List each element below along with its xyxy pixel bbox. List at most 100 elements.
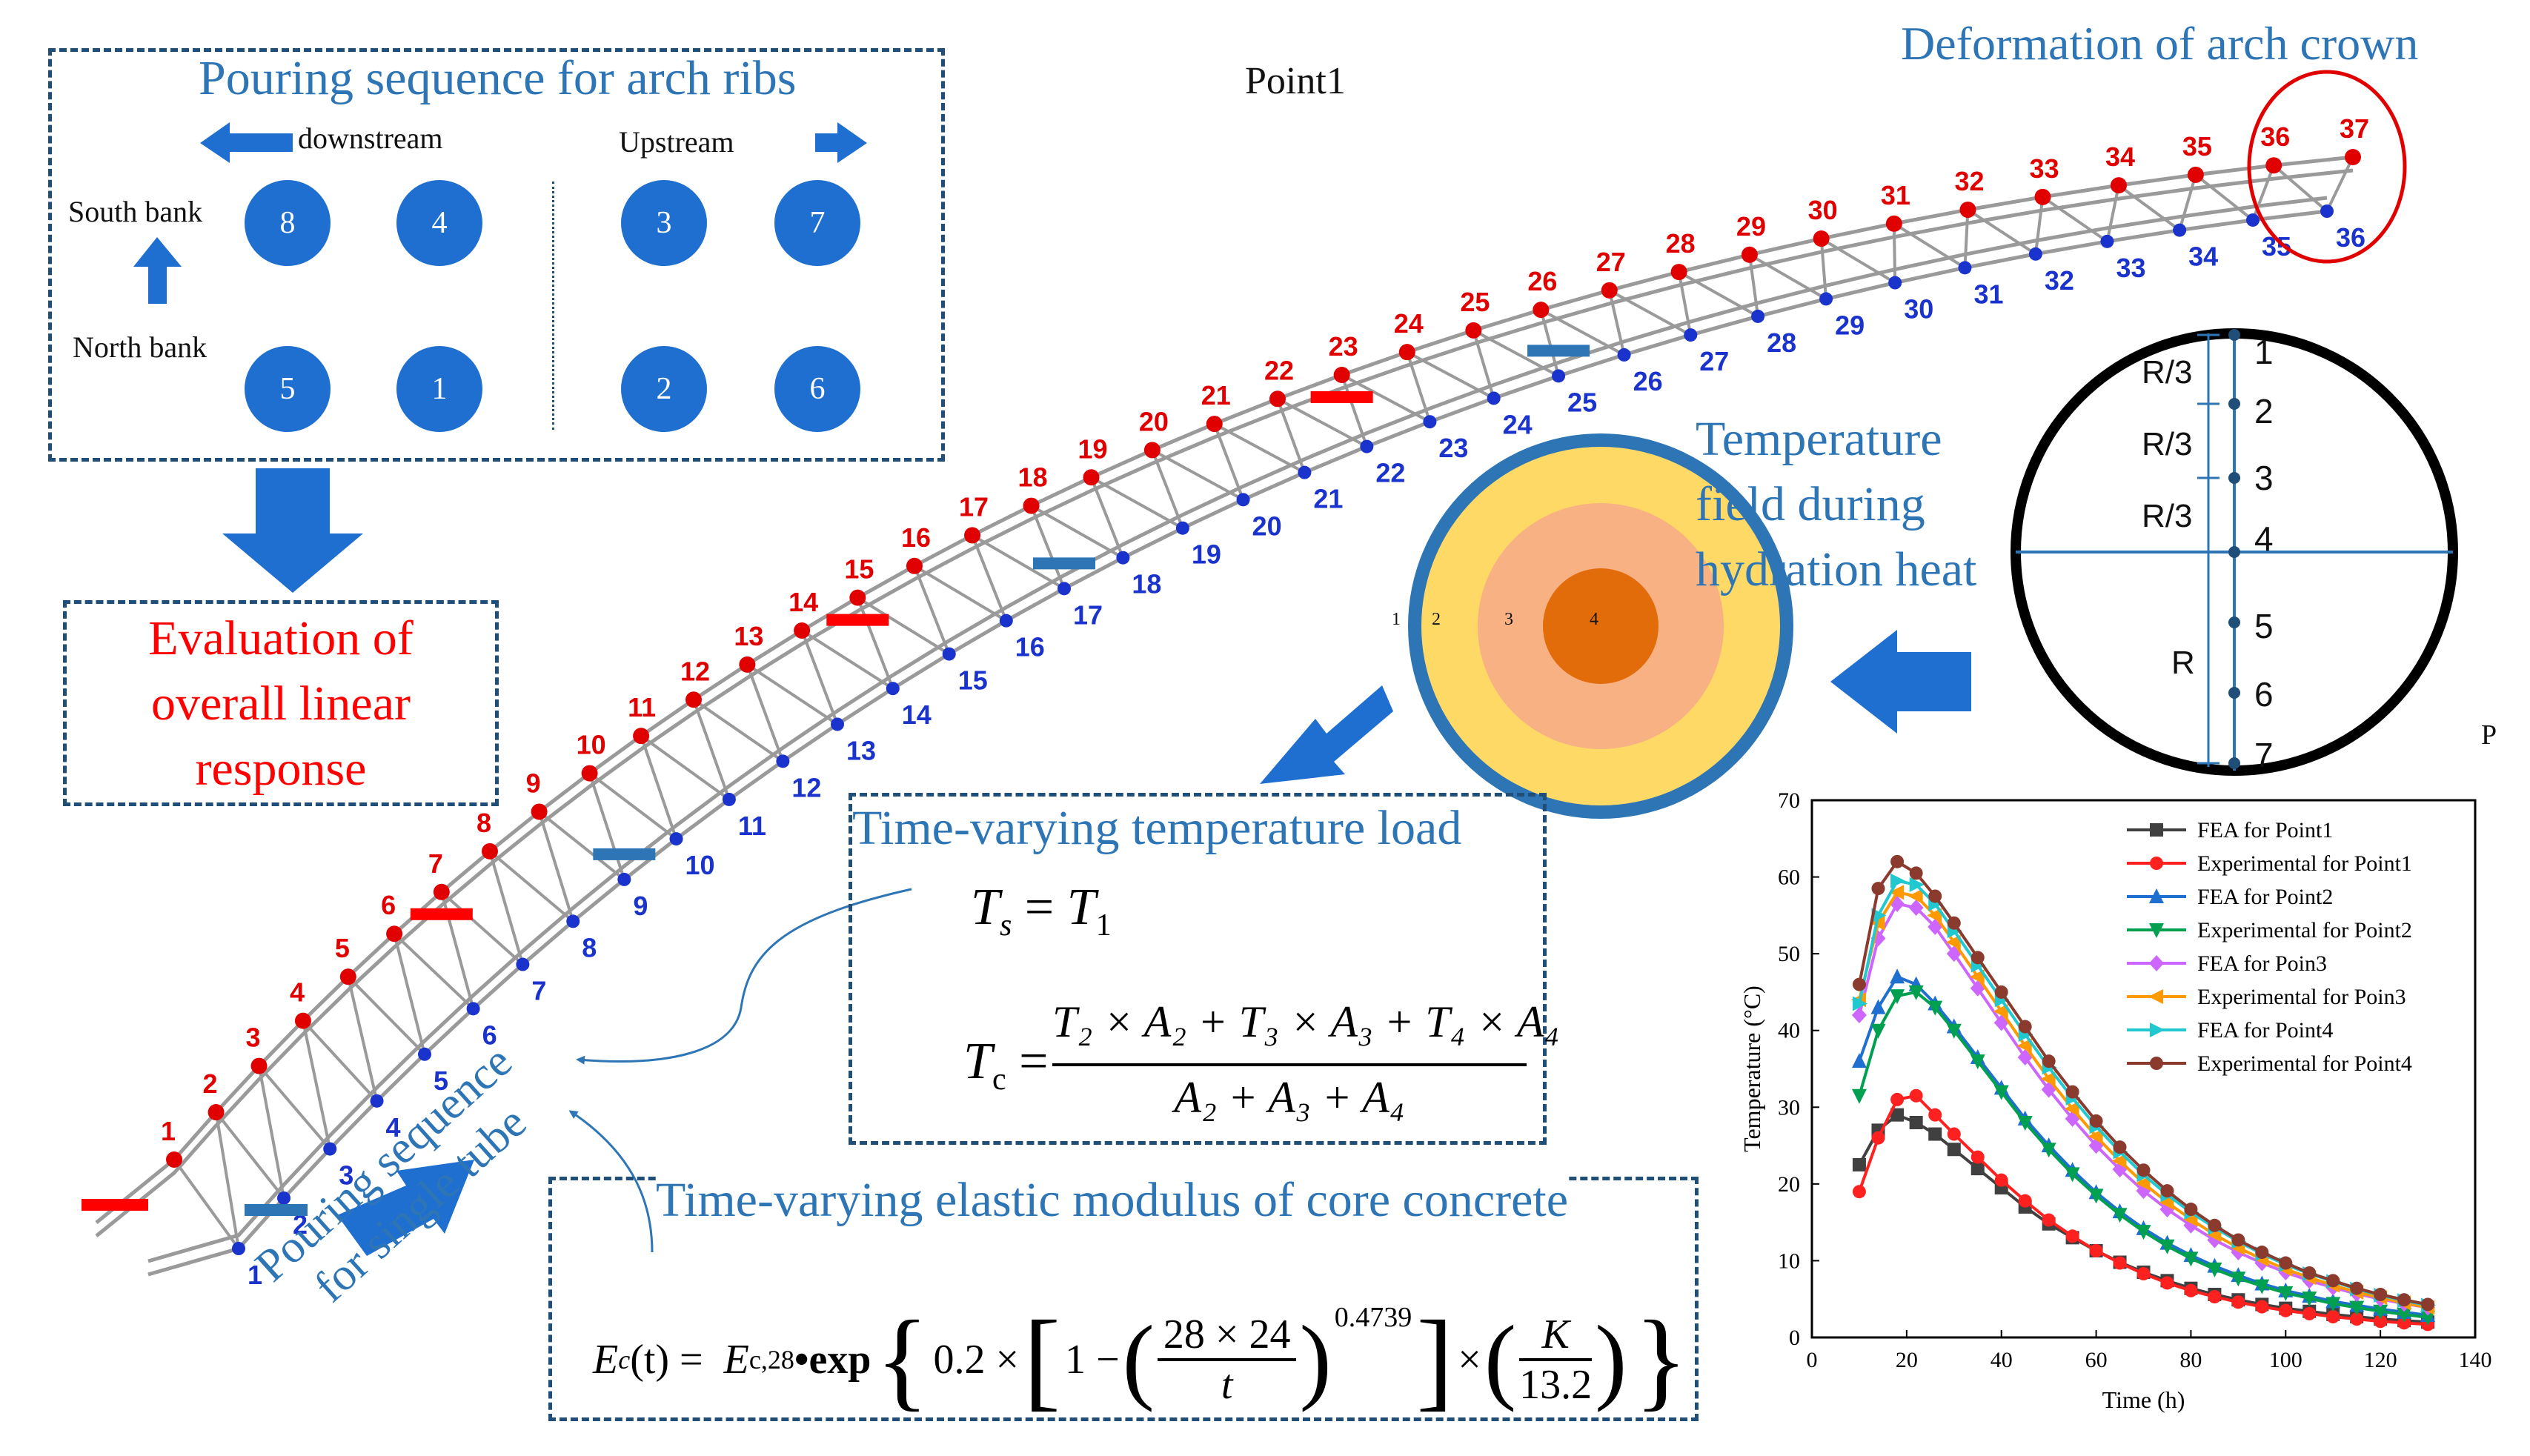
y-tick-label: 70 [1778, 788, 1800, 813]
segment-marker-blue [245, 1204, 308, 1216]
data-point [2065, 1085, 2079, 1099]
upper-node-label: 5 [335, 933, 350, 963]
data-point [2349, 1300, 2365, 1316]
data-point [2421, 1297, 2435, 1312]
series-1 [1852, 1108, 2435, 1329]
ec-var: E [593, 1337, 619, 1383]
legend-label: FEA for Point1 [2197, 818, 2333, 842]
data-point [1852, 996, 1867, 1011]
truss-diagonal [1747, 254, 1760, 317]
series-line [1857, 879, 2428, 1307]
upper-node [2110, 177, 2127, 194]
truss-vertical [302, 1020, 379, 1103]
data-point [1851, 1088, 1867, 1104]
lower-node-label: 24 [1503, 409, 1533, 439]
truss-vertical [440, 891, 524, 966]
data-point [2350, 1312, 2364, 1326]
eq-ts: Ts = T1 [971, 879, 1112, 943]
upper-node-label: 29 [1736, 211, 1766, 242]
eq-tc-numerator: T₂ × A₂ + T₃ × A₃ + T₄ × A₄ [1052, 997, 1560, 1046]
data-point [2184, 1203, 2198, 1217]
data-point [2135, 1175, 2151, 1191]
data-point [2231, 1295, 2245, 1309]
upper-node [739, 656, 756, 673]
data-point [1970, 1150, 1985, 1164]
data-point [1928, 1108, 1942, 1122]
data-point [1946, 1023, 1962, 1039]
lower-node-label: 12 [791, 772, 821, 802]
series-2 [1852, 1088, 2435, 1332]
data-point [2018, 1194, 2032, 1208]
pour-circle-1: 1 [396, 346, 482, 432]
segment-marker-blue [1527, 345, 1590, 357]
lower-node [1684, 328, 1698, 342]
upstream-arrow-icon [815, 122, 867, 163]
data-point [2159, 1239, 2175, 1254]
lower-node-label: 2 [293, 1209, 308, 1240]
lower-node-label: 34 [2188, 242, 2218, 272]
evaluation-box [63, 600, 499, 806]
tube-point-dot [2228, 616, 2240, 628]
truss-diagonal [537, 811, 575, 922]
frac2-num: K [1541, 1312, 1570, 1357]
data-point [2325, 1297, 2341, 1312]
lower-node [1552, 369, 1566, 383]
truss-vertical [1472, 329, 1559, 378]
lower-node [1888, 276, 1902, 290]
pour-divider [552, 182, 554, 430]
data-point [2065, 1229, 2079, 1243]
upper-node [250, 1057, 268, 1074]
data-point [1947, 916, 1961, 930]
eq-tc-denominator: A₂ + A₃ + A₄ [1174, 1073, 1405, 1122]
y-tick-label: 30 [1778, 1095, 1800, 1120]
dim-label-r3-a: R/3 [2142, 354, 2193, 390]
data-point [2374, 1288, 2388, 1301]
legend-label: FEA for Point2 [2197, 885, 2333, 909]
tube-p-label: P [2481, 719, 2497, 751]
truss-vertical [1341, 373, 1431, 423]
paren-open-2: ( [1484, 1306, 1517, 1413]
upper-node [1333, 366, 1350, 383]
upper-node [2265, 157, 2282, 174]
paren-close-1: ) [1299, 1306, 1332, 1413]
tube-point-5: 5 [2254, 607, 2274, 645]
lower-node-label: 29 [1835, 310, 1865, 340]
truss-vertical [857, 596, 950, 656]
x-axis-label: Time (h) [2102, 1386, 2185, 1413]
truss-diagonal [1340, 374, 1369, 448]
data-point [2255, 1246, 2269, 1260]
lower-node [1487, 391, 1501, 405]
truss-diagonal [2325, 156, 2354, 212]
temp-field-line1: Temperature [1696, 412, 1942, 466]
truss-diagonal [692, 699, 731, 800]
frac2-den: 13.2 [1519, 1362, 1593, 1408]
lower-node-label: 17 [1073, 599, 1103, 630]
lower-node-label: 23 [1438, 433, 1468, 463]
evaluation-line2: overall linear [151, 677, 411, 731]
data-point [2326, 1310, 2340, 1324]
legend-marker [2148, 989, 2163, 1004]
bracket-close: ] [1416, 1298, 1454, 1421]
times-label: × [1458, 1337, 1481, 1383]
truss-vertical [640, 734, 731, 801]
segment-marker-red [1310, 390, 1373, 403]
upper-node-label: 3 [246, 1023, 261, 1053]
data-point [2350, 1281, 2364, 1295]
truss-diagonal [393, 933, 426, 1055]
lower-node [2173, 223, 2187, 237]
lower-node [942, 647, 956, 661]
pour-circle-2: 2 [621, 346, 707, 432]
upper-node [1465, 322, 1482, 339]
upper-node-label: 23 [1329, 331, 1358, 362]
data-point [2160, 1184, 2174, 1198]
data-point [2255, 1300, 2269, 1314]
data-point [1890, 968, 1905, 984]
truss-diagonal [2178, 174, 2197, 231]
truss-diagonal [2105, 185, 2120, 242]
upper-chord-outer [95, 155, 2354, 1224]
truss-vertical [1030, 504, 1124, 559]
truss-vertical [1967, 208, 2036, 256]
exp-label: •exp [794, 1337, 871, 1383]
